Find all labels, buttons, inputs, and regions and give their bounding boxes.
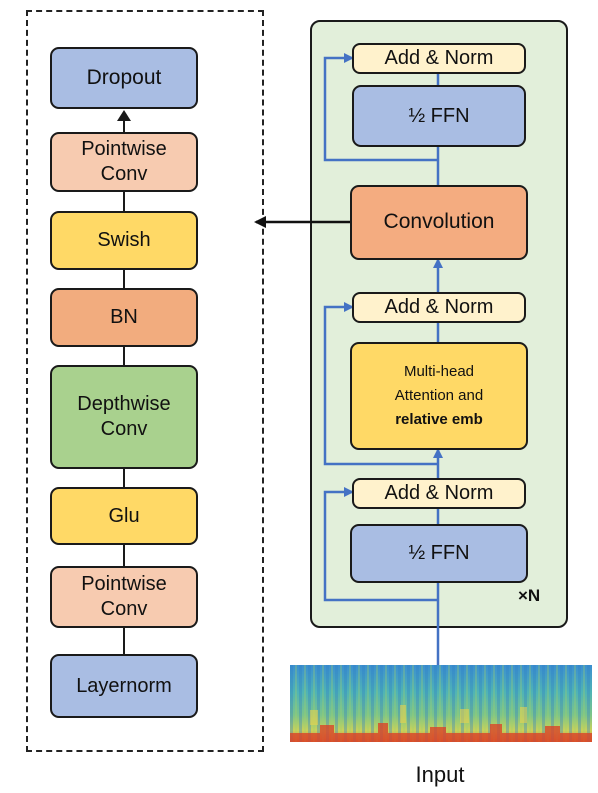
mha-line3: relative emb [395,411,483,428]
dropout-label: Dropout [86,65,162,89]
bn-label: BN [110,306,138,328]
depthwise-conv-label: Depthwise Conv [77,393,171,440]
mha-line2: Attention and [394,387,484,404]
half-ffn-top-label: ½ FFN [408,104,470,127]
add-norm-top: Add & Norm [352,43,526,74]
mha-line1: Multi-head [403,363,475,380]
glu-block: Glu [50,487,198,545]
pointwise-conv-top-label: Pointwise Conv [81,138,167,185]
mha-block: Multi-head Attention and relative emb [350,342,528,450]
swish-block: Swish [50,211,198,270]
pointwise-conv-top-block: Pointwise Conv [50,132,198,192]
half-ffn-bottom: ½ FFN [350,524,528,583]
pointwise-conv-bottom-label: Pointwise Conv [81,573,167,620]
swish-label: Swish [97,229,151,251]
add-norm-mid-label: Add & Norm [384,296,494,318]
bn-block: BN [50,288,198,347]
add-norm-top-label: Add & Norm [384,47,494,69]
dropout-block: Dropout [50,47,198,109]
layernorm-label: Layernorm [76,674,172,697]
pointwise-conv-bottom-block: Pointwise Conv [50,566,198,628]
conv-module-frame [26,10,264,752]
arrow-to-dropout [117,110,131,121]
glu-label: Glu [108,504,140,527]
input-label: Input [415,762,465,787]
spectrogram-image [290,665,592,742]
repeat-count-label: ×N [518,586,541,605]
add-norm-mid: Add & Norm [352,292,526,323]
layernorm-block: Layernorm [50,654,198,718]
add-norm-bottom: Add & Norm [352,478,526,509]
half-ffn-top: ½ FFN [352,85,526,147]
convolution-label: Convolution [383,210,495,234]
depthwise-conv-block: Depthwise Conv [50,365,198,469]
half-ffn-bottom-label: ½ FFN [408,542,470,564]
convolution-block: Convolution [350,185,528,260]
add-norm-bottom-label: Add & Norm [384,482,494,504]
